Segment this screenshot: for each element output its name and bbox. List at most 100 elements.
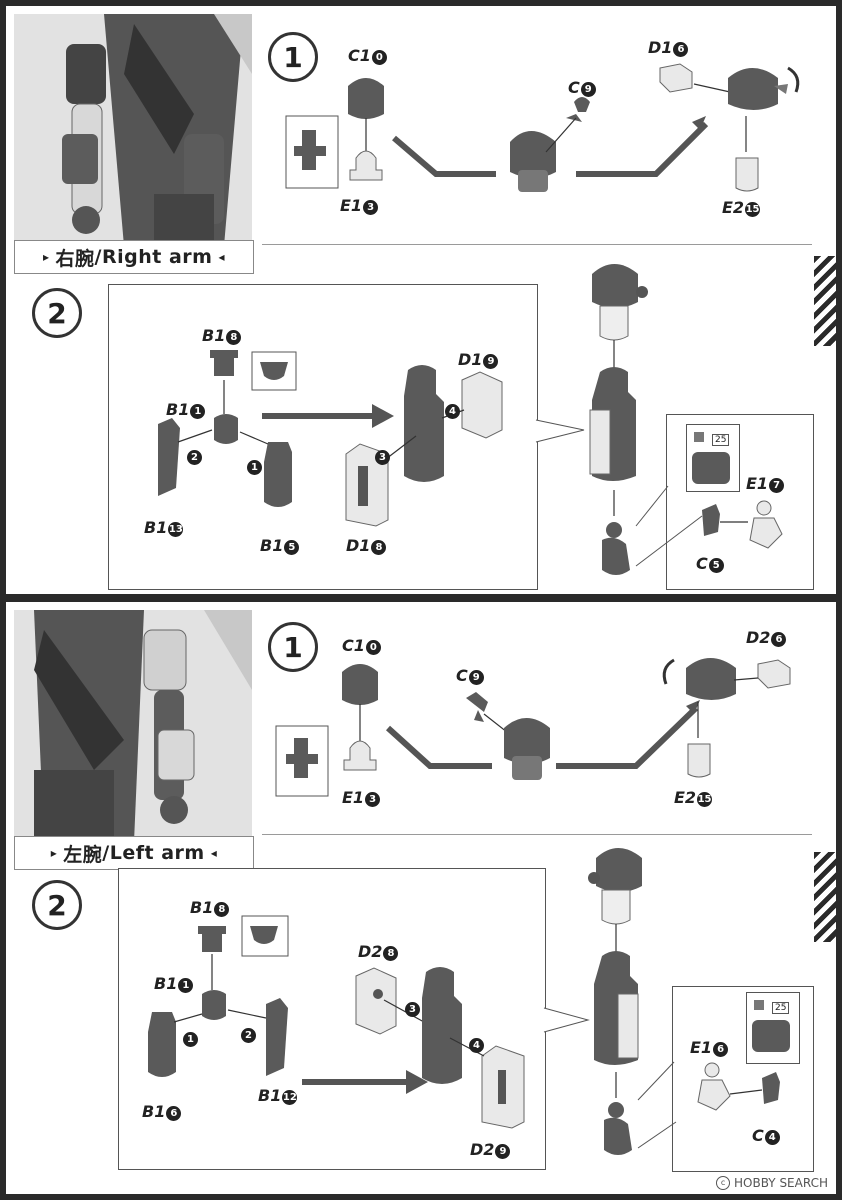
shoulder-assembly: [596, 848, 642, 892]
d29-slot: [498, 1070, 506, 1104]
right-arm-photo: [14, 14, 252, 246]
c4-arrow: [729, 1089, 763, 1095]
forearm-part: [404, 365, 444, 482]
e13-part: [349, 150, 383, 181]
right-arm-label: ▸ 右腕 / Right arm ◂: [14, 240, 254, 274]
b15-arrow: [239, 431, 269, 445]
rotate-arrow: [662, 658, 675, 685]
label-sep: /: [102, 842, 110, 864]
tool-size-label: 25: [772, 1002, 790, 1014]
e215-part: [735, 157, 759, 192]
copyright-icon: c: [716, 1176, 731, 1190]
section-divider: [0, 594, 842, 602]
step-2-subassembly-box: [108, 284, 538, 590]
b18-part: [198, 926, 226, 952]
assembled-shoulder: [510, 131, 556, 178]
c10-part: [348, 78, 384, 119]
label-jp: 右腕: [55, 247, 95, 270]
b18-detail-part: [260, 362, 288, 380]
flow-arrow-1: [385, 725, 492, 769]
b112-part: [266, 998, 288, 1076]
forearm-part: [422, 967, 462, 1084]
e16-ball: [704, 1062, 720, 1078]
e17-ball: [756, 500, 772, 516]
step-divider: [262, 834, 812, 835]
label-right-marker: ◂: [210, 846, 218, 860]
label-left-marker: ▸: [50, 846, 58, 860]
c9-part: [466, 692, 488, 722]
b113-part: [158, 418, 180, 496]
right-shoulder-tab: [774, 84, 788, 94]
label-en: Right arm: [102, 246, 213, 268]
b113-arrow: [177, 429, 213, 443]
rotate-arrow: [787, 66, 800, 93]
label-left-marker: ▸: [43, 250, 50, 264]
step-divider: [262, 244, 812, 245]
assembled-shoulder: [504, 718, 550, 764]
label-right-marker: ◂: [218, 250, 225, 264]
c4-part: [762, 1072, 780, 1104]
c10-part: [342, 664, 378, 705]
b16-part: [148, 1012, 176, 1077]
b11-part: [202, 990, 226, 1020]
e16-part: [697, 1079, 731, 1111]
stripe-decoration: [814, 256, 836, 346]
hand-joint: [606, 522, 622, 538]
hand-callout-line-2: [635, 485, 669, 527]
forearm-armor: [617, 993, 639, 1059]
order-mark-4: 4: [468, 1034, 484, 1053]
step-2-number: 2: [32, 880, 82, 930]
flow-arrowhead-3: [406, 1070, 428, 1094]
hand-callout-line-2: [637, 1061, 675, 1101]
b18-detail-part: [250, 926, 278, 944]
figure-photo-illustration: [14, 14, 252, 246]
left-arm-photo: [14, 610, 252, 842]
d28-hole: [373, 989, 383, 999]
d26-arrow: [733, 677, 759, 681]
label-jp: 左腕: [63, 843, 103, 866]
callout-pointer: [535, 419, 585, 443]
flow-arrowhead-2: [692, 116, 706, 130]
e17-part: [749, 517, 783, 549]
shoulder-assembly: [592, 264, 638, 308]
flow-arrow-1: [392, 135, 496, 177]
e215-part: [687, 743, 711, 778]
order-mark-3: 3: [404, 998, 420, 1017]
c9-arrow: [545, 117, 577, 153]
step-2-diagram: [158, 264, 783, 575]
flow-arrow-2: [576, 121, 709, 177]
assembled-base: [512, 756, 542, 780]
d16-part: [659, 63, 693, 93]
d19-part: [461, 371, 503, 439]
order-mark-4: 4: [444, 400, 460, 419]
upper-arm-joint: [599, 305, 629, 341]
step-1-diagram: [275, 658, 791, 797]
b18-part: [210, 350, 238, 376]
tool-part-view: [752, 1020, 790, 1052]
step-1-number: 1: [268, 32, 318, 82]
watermark-text: HOBBY SEARCH: [734, 1176, 828, 1190]
d28-arrow: [383, 999, 425, 1023]
d16-arrow: [693, 83, 731, 93]
right-shoulder-part: [728, 68, 778, 110]
hand-assembled: [602, 537, 630, 575]
tool-icon: [754, 1000, 764, 1010]
